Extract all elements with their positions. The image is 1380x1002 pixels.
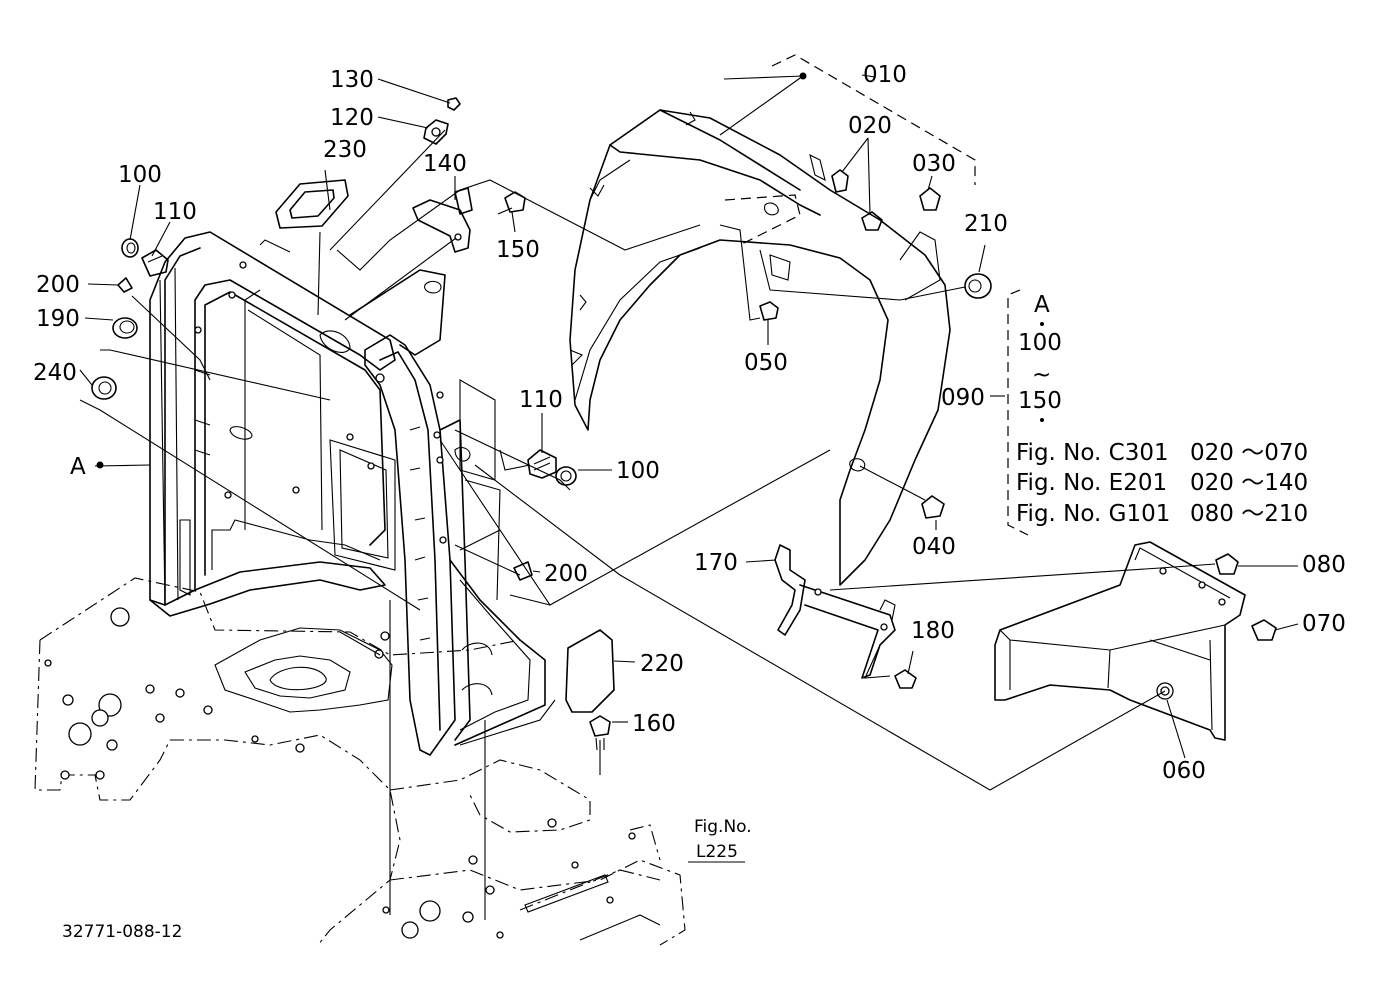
callout-labels: 130 120 230 140 150 100 110 200 190 240 … <box>33 62 1346 784</box>
callout-240: 240 <box>33 360 77 386</box>
fig-references: Fig. No. C301 020 ～070 Fig. No. E201 020… <box>1016 440 1308 527</box>
ref-point-010 <box>799 72 807 80</box>
callout-190: 190 <box>36 306 80 332</box>
callout-130: 130 <box>330 67 374 93</box>
fig-ref-3-range: 080 ～210 <box>1190 501 1308 527</box>
callout-080: 080 <box>1302 552 1346 578</box>
callout-020: 020 <box>848 113 892 139</box>
side-cover-060 <box>994 541 1246 741</box>
small-parts <box>91 97 1277 751</box>
group-a-tilde: ~ <box>1032 362 1051 388</box>
callout-160: 160 <box>632 711 676 737</box>
group-a-block: A 100 ~ 150 <box>1018 292 1062 422</box>
callout-010: 010 <box>863 62 907 88</box>
callout-200-left: 200 <box>36 272 80 298</box>
group-a-end: 150 <box>1018 388 1062 414</box>
group-a-bracket <box>1007 289 1029 536</box>
callout-150: 150 <box>496 237 540 263</box>
group-a-start: 100 <box>1018 330 1062 356</box>
fig-ref-2: Fig. No. E201 <box>1016 470 1167 496</box>
rear-panel <box>149 231 501 617</box>
group-a-dot-2 <box>1040 418 1044 422</box>
reference-fig-label: Fig.No. <box>694 817 752 837</box>
group-a-letter: A <box>1034 292 1050 318</box>
callout-leaders <box>79 72 1299 863</box>
callout-040: 040 <box>912 534 956 560</box>
base-frame <box>34 577 686 946</box>
fig-ref-2-range: 020 ～140 <box>1190 470 1308 496</box>
document-id: 32771-088-12 <box>62 922 182 942</box>
callout-220: 220 <box>640 651 684 677</box>
fig-ref-1-range: 020 ～070 <box>1190 440 1308 466</box>
callout-090: 090 <box>941 385 985 411</box>
callout-110-right: 110 <box>519 387 563 413</box>
callout-230: 230 <box>323 137 367 163</box>
callout-030: 030 <box>912 151 956 177</box>
ref-point-a <box>96 461 104 469</box>
callout-070: 070 <box>1302 611 1346 637</box>
callout-170: 170 <box>694 550 738 576</box>
callout-100-left: 100 <box>118 162 162 188</box>
callout-120: 120 <box>330 105 374 131</box>
callout-110-left: 110 <box>153 199 197 225</box>
assembly-lines <box>79 129 1216 920</box>
callout-100-right: 100 <box>616 458 660 484</box>
callout-210: 210 <box>964 211 1008 237</box>
fig-ref-1: Fig. No. C301 <box>1016 440 1169 466</box>
callout-140: 140 <box>423 151 467 177</box>
fig-ref-3: Fig. No. G101 <box>1016 501 1170 527</box>
front-pillar <box>364 334 546 756</box>
callout-200-right: 200 <box>544 561 588 587</box>
reference-fig-number: L225 <box>696 842 738 862</box>
bracket-170 <box>774 544 896 679</box>
callout-060: 060 <box>1162 758 1206 784</box>
callout-050: 050 <box>744 350 788 376</box>
callout-a: A <box>70 454 86 480</box>
callout-180: 180 <box>911 618 955 644</box>
fender-cover <box>569 109 951 586</box>
group-a-dot-1 <box>1040 322 1044 326</box>
kit-010-boundary <box>771 54 976 185</box>
